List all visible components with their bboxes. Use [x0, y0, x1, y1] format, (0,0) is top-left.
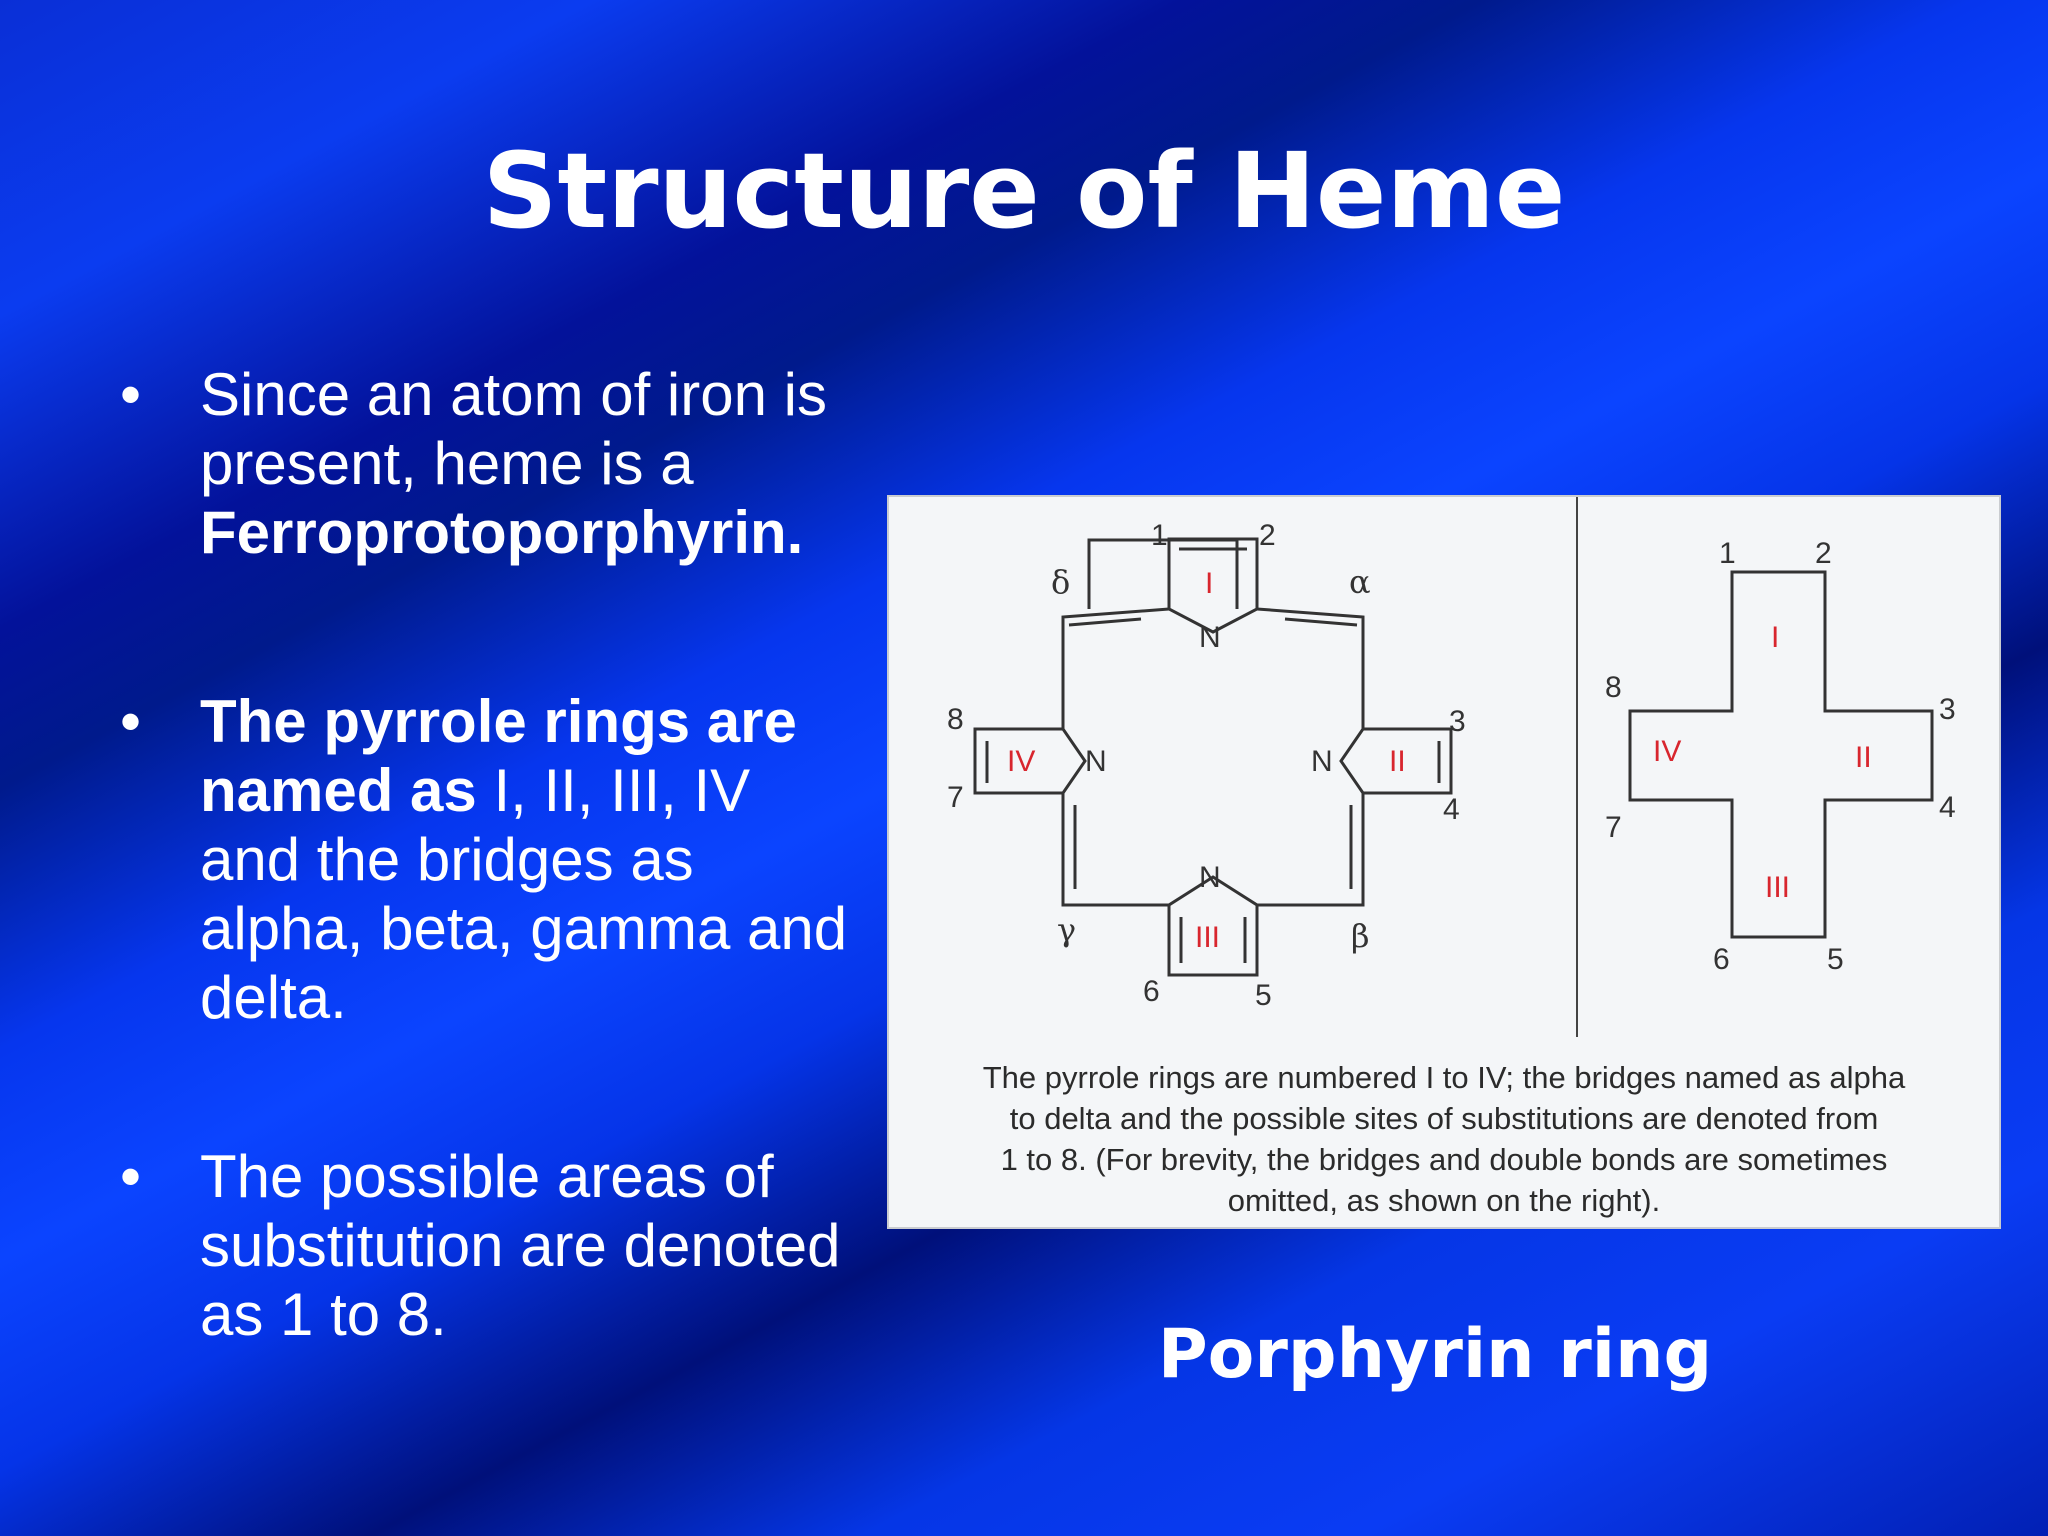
position-label: 8: [947, 703, 964, 736]
ring-label: II: [1855, 741, 1872, 774]
bridge-delta: [1061, 607, 1170, 729]
ring-label: IV: [1653, 735, 1681, 768]
bullet-text: The possible areas of substitution are d…: [200, 1143, 841, 1348]
bullet-item: • The possible areas of substitution are…: [120, 1142, 860, 1349]
position-label: 7: [1605, 811, 1622, 844]
position-label: 7: [947, 781, 964, 814]
position-label: 4: [1939, 791, 1956, 824]
bridge-label: α: [1349, 563, 1371, 601]
bridge-beta: [1257, 793, 1365, 907]
ring-label: II: [1389, 745, 1406, 778]
position-label: 1: [1151, 519, 1168, 552]
position-label: 2: [1815, 537, 1832, 570]
pyrrole-ring-III: [1167, 875, 1259, 977]
porphyrin-structure-full: [973, 537, 1453, 977]
bullet-text-bold: Ferroprotoporphyrin.: [200, 499, 804, 566]
slide-title: Structure of Heme: [482, 130, 1566, 252]
figure-title: Porphyrin ring: [1157, 1315, 1713, 1394]
bullet-marker: •: [120, 361, 142, 428]
ring-I-outline: [1087, 538, 1239, 609]
pyrrole-ring-IV: [973, 727, 1087, 795]
porphyrin-diagrams: I II III IV N N N N α β γ δ 1 2 3 4 5 6 …: [947, 497, 1956, 1037]
position-label: 3: [1939, 693, 1956, 726]
bullet-text: Since an atom of iron is present, heme i…: [200, 361, 827, 497]
caption-line: The pyrrole rings are numbered I to IV; …: [982, 1060, 1906, 1095]
position-label: 5: [1255, 979, 1272, 1012]
double-bond: [1284, 617, 1358, 627]
bullet-marker: •: [120, 1143, 142, 1210]
bullet-list: • Since an atom of iron is present, heme…: [120, 360, 860, 1469]
bridge-label: δ: [1051, 563, 1070, 601]
bridge-label: β: [1351, 917, 1370, 955]
porphyrin-structure-simplified: [1628, 570, 1934, 939]
caption-line: 1 to 8. (For brevity, the bridges and do…: [1000, 1142, 1888, 1177]
ring-label: I: [1771, 621, 1779, 654]
caption-line: omitted, as shown on the right).: [1227, 1183, 1661, 1218]
bridge-label: γ: [1057, 911, 1076, 949]
ring-label: III: [1765, 871, 1790, 904]
nitrogen-label: N: [1199, 861, 1221, 894]
nitrogen-label: N: [1199, 621, 1221, 654]
porphyrin-figure: I II III IV N N N N α β γ δ 1 2 3 4 5 6 …: [887, 495, 2001, 1229]
nitrogen-label: N: [1311, 745, 1333, 778]
bridge-gamma: [1061, 793, 1169, 907]
position-label: 8: [1605, 671, 1622, 704]
position-label: 4: [1443, 793, 1460, 826]
ring-label: III: [1195, 921, 1220, 954]
pyrrole-ring-I: [1167, 537, 1259, 634]
position-label: 1: [1719, 537, 1736, 570]
ring-label: IV: [1007, 745, 1035, 778]
ring-label: I: [1205, 567, 1213, 600]
bullet-marker: •: [120, 688, 142, 755]
position-label: 6: [1713, 943, 1730, 976]
pyrrole-ring-II: [1339, 727, 1453, 795]
caption-line: to delta and the possible sites of subst…: [1009, 1101, 1879, 1136]
figure-caption: The pyrrole rings are numbered I to IV; …: [889, 1057, 1999, 1221]
bullet-item: • Since an atom of iron is present, heme…: [120, 360, 860, 567]
position-label: 6: [1143, 975, 1160, 1008]
bullet-text-bold: The pyrrole rings are named as: [200, 688, 797, 824]
double-bond: [1068, 617, 1142, 627]
nitrogen-label: N: [1085, 745, 1107, 778]
bridge-alpha: [1256, 607, 1365, 729]
bullet-text: I, II, III, IV and the bridges as alpha,…: [200, 757, 848, 1031]
position-label: 3: [1449, 705, 1466, 738]
position-label: 5: [1827, 943, 1844, 976]
position-label: 2: [1259, 519, 1276, 552]
bullet-item: • The pyrrole rings are named as I, II, …: [120, 687, 860, 1032]
